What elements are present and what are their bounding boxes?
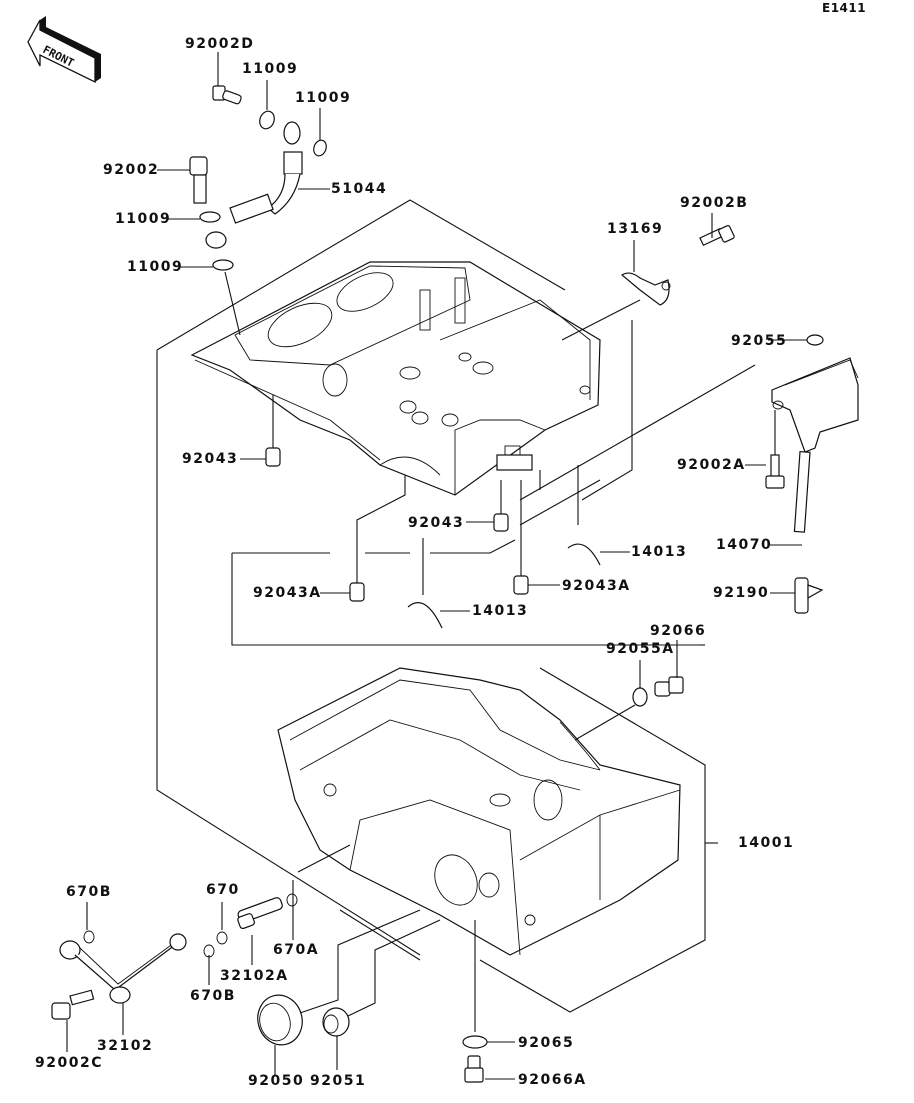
label-92043A-a[interactable]: 92043A — [253, 585, 322, 601]
label-92066A[interactable]: 92066A — [518, 1072, 587, 1088]
label-32102[interactable]: 32102 — [97, 1038, 154, 1054]
upper-crankcase — [190, 261, 601, 496]
oring-670B-a — [83, 930, 95, 944]
label-92066[interactable]: 92066 — [650, 623, 707, 639]
label-14013-a[interactable]: 14013 — [631, 544, 688, 560]
washer-11009-d — [212, 259, 234, 271]
lower-crankcase — [277, 667, 681, 956]
label-11009-a[interactable]: 11009 — [242, 61, 299, 77]
seal-92051 — [322, 1007, 350, 1037]
washer-11009-a — [259, 110, 275, 130]
label-51044[interactable]: 51044 — [331, 181, 388, 197]
label-92190[interactable]: 92190 — [713, 585, 770, 601]
label-14070[interactable]: 14070 — [716, 537, 773, 553]
bolt-92002A — [765, 454, 785, 489]
bolt-92002 — [189, 156, 208, 204]
seal-92050 — [257, 994, 303, 1046]
washer-11009-b — [313, 139, 327, 157]
label-92065[interactable]: 92065 — [518, 1035, 575, 1051]
leader-lines — [66, 52, 807, 1080]
label-92002D[interactable]: 92002D — [185, 36, 255, 52]
label-14001[interactable]: 14001 — [738, 835, 795, 851]
label-92043-b[interactable]: 92043 — [408, 515, 465, 531]
label-92055[interactable]: 92055 — [731, 333, 788, 349]
label-92055A[interactable]: 92055A — [606, 641, 675, 657]
dowel-92043-a — [265, 447, 281, 467]
breather-cover-14070 — [771, 357, 859, 533]
bolt-92002B — [699, 224, 735, 247]
label-92002B[interactable]: 92002B — [680, 195, 749, 211]
label-11009-d[interactable]: 11009 — [127, 259, 184, 275]
bracket-13169 — [620, 272, 671, 306]
upper-assembly-frame — [156, 199, 705, 956]
oil-pipe-51044 — [205, 121, 303, 249]
label-14013-b[interactable]: 14013 — [472, 603, 529, 619]
label-92043-a[interactable]: 92043 — [182, 451, 239, 467]
oring-670B-b — [203, 944, 215, 958]
dowel-92043A-a — [349, 582, 365, 602]
label-92002[interactable]: 92002 — [103, 162, 160, 178]
label-11009-b[interactable]: 11009 — [295, 90, 352, 106]
oil-pipe-32102 — [59, 933, 187, 1004]
label-670B-bottom[interactable]: 670B — [190, 988, 236, 1004]
label-670[interactable]: 670 — [206, 882, 240, 898]
collar-92055 — [806, 334, 824, 346]
label-670B-top[interactable]: 670B — [66, 884, 112, 900]
label-92050[interactable]: 92050 — [248, 1073, 305, 1089]
dowel-92043A-b — [513, 575, 529, 595]
pipe-32102A — [237, 897, 283, 930]
bolt-92002D — [212, 85, 242, 105]
oring-670A — [286, 893, 298, 907]
lower-assembly-frame — [339, 667, 718, 1013]
label-670A[interactable]: 670A — [273, 942, 320, 958]
label-11009-c[interactable]: 11009 — [115, 211, 172, 227]
label-13169[interactable]: 13169 — [607, 221, 664, 237]
washer-11009-c — [199, 211, 221, 223]
plug-92066A — [464, 1055, 484, 1083]
diagram-code: E1411 — [822, 1, 867, 15]
front-arrow-icon: FRONT — [27, 16, 101, 84]
plug-92066 — [654, 676, 684, 697]
label-32102A[interactable]: 32102A — [220, 968, 289, 984]
label-92002C[interactable]: 92002C — [35, 1055, 103, 1071]
bearing-14013-b — [407, 602, 443, 629]
oring-670 — [216, 931, 228, 945]
label-92051[interactable]: 92051 — [310, 1073, 367, 1089]
washer-92055A — [632, 687, 648, 707]
label-92043A-b[interactable]: 92043A — [562, 578, 631, 594]
washer-92065 — [462, 1035, 488, 1049]
bearing-14013-a — [567, 543, 601, 566]
dowel-92043-b — [493, 513, 509, 532]
bolt-92002C — [51, 989, 95, 1020]
clamp-92190 — [794, 577, 824, 614]
label-92002A[interactable]: 92002A — [677, 457, 746, 473]
